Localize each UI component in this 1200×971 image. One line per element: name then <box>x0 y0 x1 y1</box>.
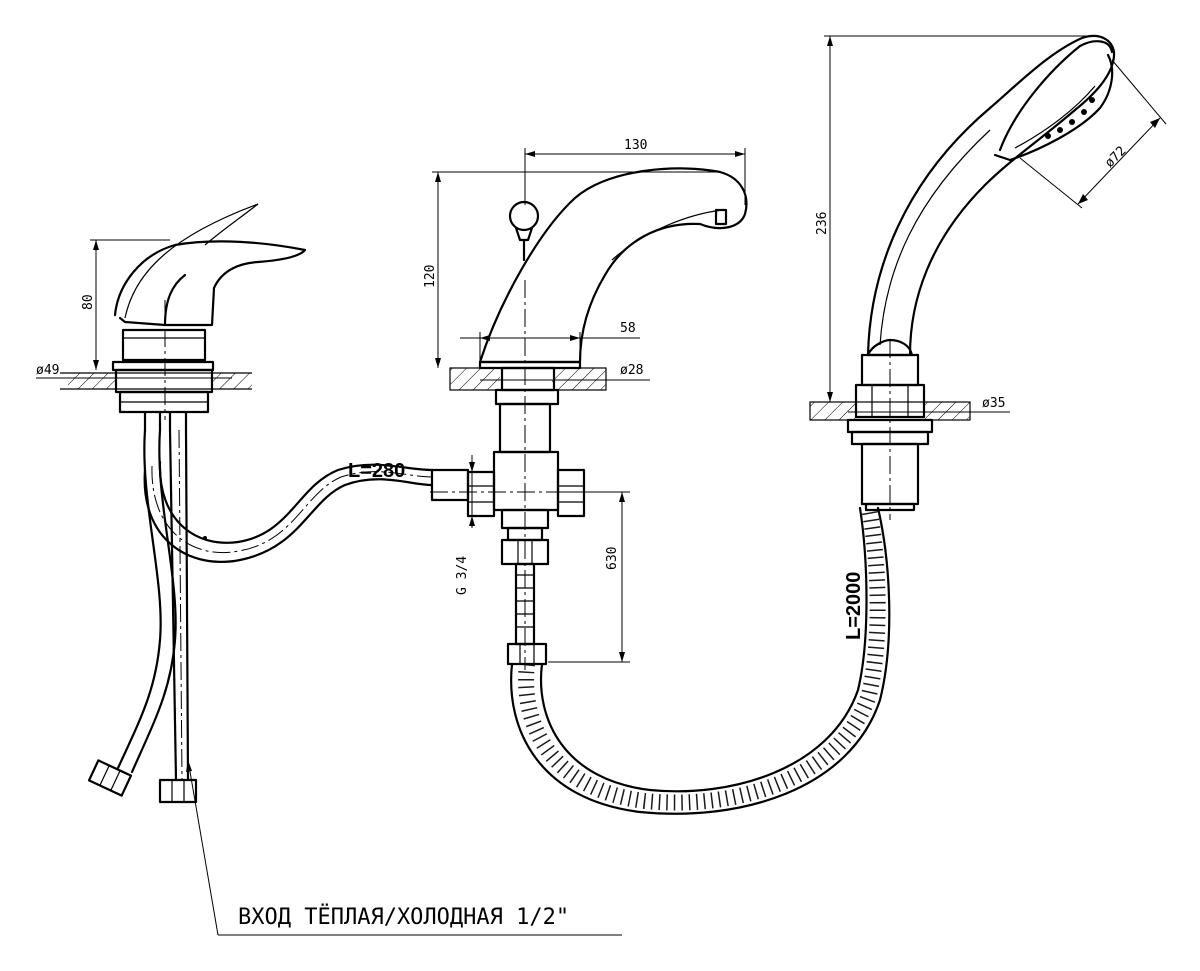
hot-inlet-nut <box>87 759 133 797</box>
shower-head-rim <box>998 40 1114 152</box>
mixer-lever-ghost <box>124 203 259 319</box>
mixer-lever <box>113 240 307 327</box>
mixer-counter-hatch-right <box>212 373 252 389</box>
spout-body <box>478 167 748 364</box>
spout-counter-hatch-left <box>450 368 500 390</box>
diverter-body <box>492 450 560 512</box>
dim-spout-length: 130 <box>624 138 647 153</box>
dim-mixer-base-dia: ø49 <box>36 363 59 378</box>
dim-shower-height: 236 <box>815 212 830 235</box>
dim-shower-head-dia: ø72 <box>1102 144 1129 171</box>
label-hose-short: L=280 <box>348 460 405 482</box>
shower-handle <box>866 34 1116 357</box>
label-hose-long: L=2000 <box>843 572 865 640</box>
mixer-lever-base <box>118 316 167 327</box>
shower-counter-hatch-right <box>924 402 970 420</box>
dim-shower-mount-dia: ø35 <box>982 396 1005 411</box>
inlet-caption-group: ВХОД ТЁПЛАЯ/ХОЛОДНАЯ 1/2" <box>186 759 622 936</box>
dim-drop: 630 <box>605 547 620 570</box>
spout-assembly: 130 120 58 ø28 L=280 G 3/4 630 <box>348 138 748 670</box>
mixer-hose-hot <box>116 428 162 770</box>
mixer-counter-hatch-left <box>68 373 116 389</box>
dim-spout-base-width: 58 <box>620 321 636 336</box>
mixer-hose-to-diverter <box>143 468 434 563</box>
dim-spout-height: 120 <box>423 265 438 288</box>
mixer-assembly: 80 ø49 <box>36 203 434 804</box>
diverter-knob <box>508 200 540 232</box>
shower-hose: L=2000 <box>510 506 891 815</box>
inlet-caption: ВХОД ТЁПЛАЯ/ХОЛОДНАЯ 1/2" <box>238 904 569 930</box>
shower-counter-hatch-left <box>810 402 856 420</box>
cold-inlet-nut <box>158 778 198 804</box>
label-thread-size: G 3/4 <box>455 556 470 595</box>
dim-mixer-height: 80 <box>81 294 96 310</box>
mixer-body <box>121 328 207 362</box>
spout-counter-hatch-right <box>552 368 606 390</box>
hand-shower-assembly: 236 ø72 ø35 <box>809 34 1167 520</box>
dim-spout-base-dia: ø28 <box>620 363 643 378</box>
